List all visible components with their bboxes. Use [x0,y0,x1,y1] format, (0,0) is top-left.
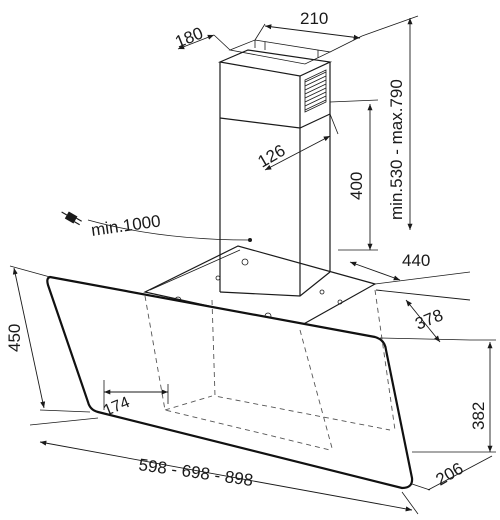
plug-icon [61,211,82,226]
dim-180: 180 [172,23,231,52]
dim-label-chimney-width: 210 [300,9,328,28]
dim-label-cable-length: min.1000 [90,211,162,240]
dim-label-vent-outlet: 126 [255,141,289,172]
chimney [217,39,333,297]
dim-450: 450 [5,265,91,413]
dim-label-hood-depth: 440 [402,251,430,270]
dim-label-glass-height: 382 [469,402,488,430]
dim-chimney-height: min.530 - max.790 [361,15,419,230]
dim-cable: min.1000 [61,211,252,242]
dim-label-chimney-lower: 400 [347,172,366,200]
glass-panel [46,275,414,490]
hidden-outline [144,289,396,451]
dim-label-chimney-height: min.530 - max.790 [387,79,406,220]
dim-label-chimney-depth: 180 [172,23,205,51]
dim-label-hood-height: 450 [5,324,24,352]
vent-grille [304,69,327,113]
dim-label-mount-depth: 378 [412,305,445,333]
dim-378: 378 [375,289,471,343]
dim-400: 400 [329,99,379,251]
chimney-top-face [217,49,333,77]
dim-440: 440 [349,251,471,285]
dim-126: 126 [255,113,339,172]
dim-206: 206 [411,455,493,491]
chimney-joint [219,113,331,129]
dim-210: 210 [254,9,363,53]
dim-382: 382 [412,339,496,453]
dim-label-hood-width: 598 - 698 - 898 [137,455,254,490]
